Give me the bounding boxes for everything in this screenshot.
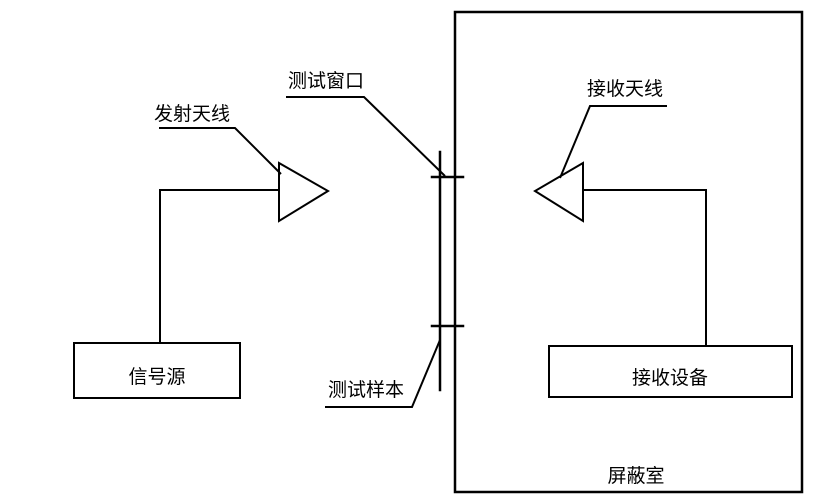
- test-window-label: 测试窗口: [288, 70, 364, 92]
- receive-feed-line: [582, 189, 707, 345]
- test-sample-label: 测试样本: [328, 379, 404, 401]
- transmit-antenna-icon: [278, 161, 330, 223]
- signal-source-label: 信号源: [128, 366, 185, 388]
- receive-antenna-leader: [559, 105, 667, 179]
- signal-source-box: [73, 342, 241, 399]
- transmit-antenna-leader: [159, 127, 282, 175]
- transmit-antenna-label: 发射天线: [154, 103, 230, 125]
- transmit-feed-line: [159, 189, 280, 343]
- shielded-room-box: [453, 10, 804, 494]
- test-window-leader: [286, 96, 446, 177]
- receiver-device-label: 接收设备: [632, 367, 708, 389]
- receive-antenna-label: 接收天线: [587, 78, 663, 100]
- shielded-room-label: 屏蔽室: [607, 465, 664, 487]
- test-sample-leader: [325, 339, 441, 408]
- receive-antenna-icon: [533, 161, 584, 223]
- receiver-device-box: [548, 345, 793, 398]
